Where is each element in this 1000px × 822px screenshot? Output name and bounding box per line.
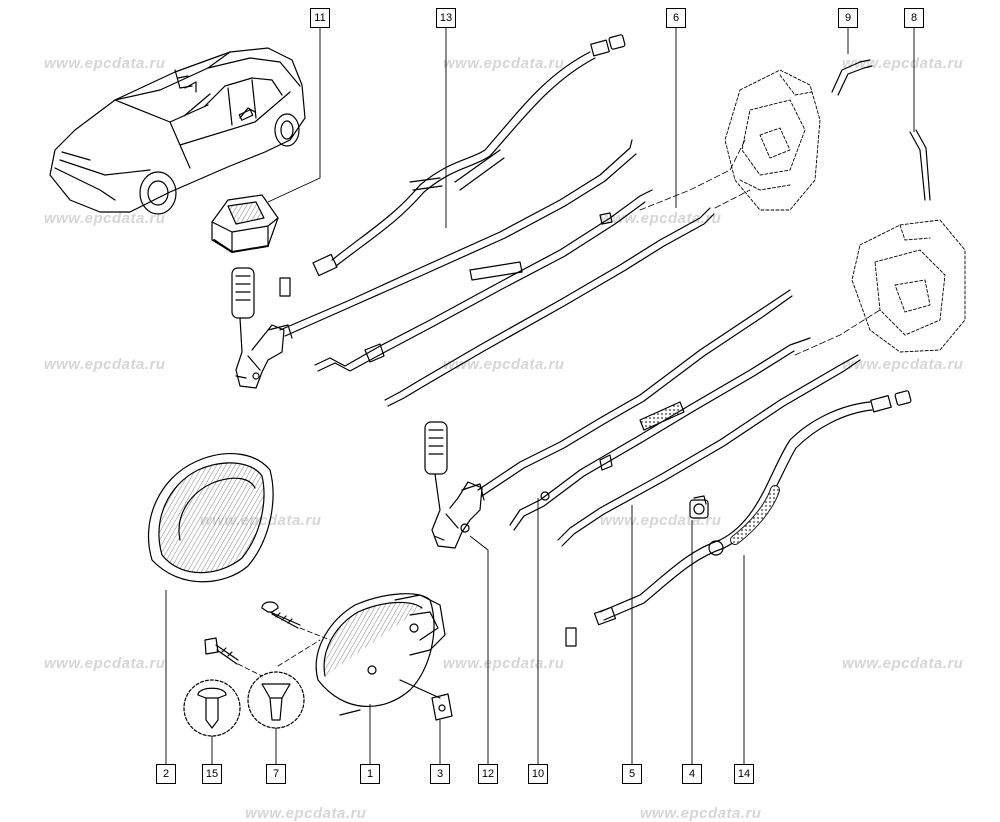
part-9-rod[interactable] <box>831 59 873 96</box>
callout-15[interactable]: 15 <box>202 764 222 784</box>
part-14-cable[interactable] <box>565 390 912 647</box>
watermark: www.epcdata.ru <box>640 805 762 822</box>
watermark: www.epcdata.ru <box>842 356 964 373</box>
watermark: www.epcdata.ru <box>44 655 166 672</box>
car-illustration <box>49 47 306 215</box>
part-1-handle-assembly[interactable] <box>315 593 446 716</box>
part-12-bracket[interactable] <box>424 421 485 549</box>
watermark: www.epcdata.ru <box>44 356 166 373</box>
watermark: www.epcdata.ru <box>44 210 166 227</box>
part-7-detail[interactable] <box>247 671 305 729</box>
part-15-detail[interactable] <box>183 679 241 737</box>
callout-13[interactable]: 13 <box>436 8 456 28</box>
watermark: www.epcdata.ru <box>44 55 166 72</box>
watermark: www.epcdata.ru <box>245 805 367 822</box>
callout-10[interactable]: 10 <box>528 764 548 784</box>
callout-9[interactable]: 9 <box>838 8 858 28</box>
callout-7[interactable]: 7 <box>266 764 286 784</box>
part-11-switch[interactable] <box>211 194 279 253</box>
lower-rods[interactable] <box>477 289 861 547</box>
callout-3[interactable]: 3 <box>430 764 450 784</box>
callout-6[interactable]: 6 <box>666 8 686 28</box>
watermark: www.epcdata.ru <box>443 655 565 672</box>
callout-11[interactable]: 11 <box>310 8 330 28</box>
callout-4[interactable]: 4 <box>682 764 702 784</box>
watermark: www.epcdata.ru <box>842 655 964 672</box>
screws[interactable] <box>204 601 301 665</box>
upper-rods[interactable] <box>279 139 715 407</box>
door-lock-upper[interactable] <box>724 69 821 211</box>
door-lock-lower[interactable] <box>851 219 966 353</box>
part-3-clip[interactable] <box>431 693 453 721</box>
callout-14[interactable]: 14 <box>734 764 754 784</box>
watermark: www.epcdata.ru <box>443 55 565 72</box>
callout-5[interactable]: 5 <box>622 764 642 784</box>
part-2-handle-trim[interactable] <box>147 452 274 583</box>
handle-bracket-upper[interactable] <box>231 267 293 389</box>
part-4-clip[interactable] <box>689 495 709 519</box>
part-8-rod[interactable] <box>909 129 931 201</box>
callout-12[interactable]: 12 <box>478 764 498 784</box>
watermark: www.epcdata.ru <box>842 55 964 72</box>
part-13-cable[interactable] <box>279 34 626 297</box>
watermark: www.epcdata.ru <box>443 356 565 373</box>
callout-8[interactable]: 8 <box>904 8 924 28</box>
leader-lines <box>165 28 915 764</box>
callout-2[interactable]: 2 <box>156 764 176 784</box>
callout-1[interactable]: 1 <box>360 764 380 784</box>
